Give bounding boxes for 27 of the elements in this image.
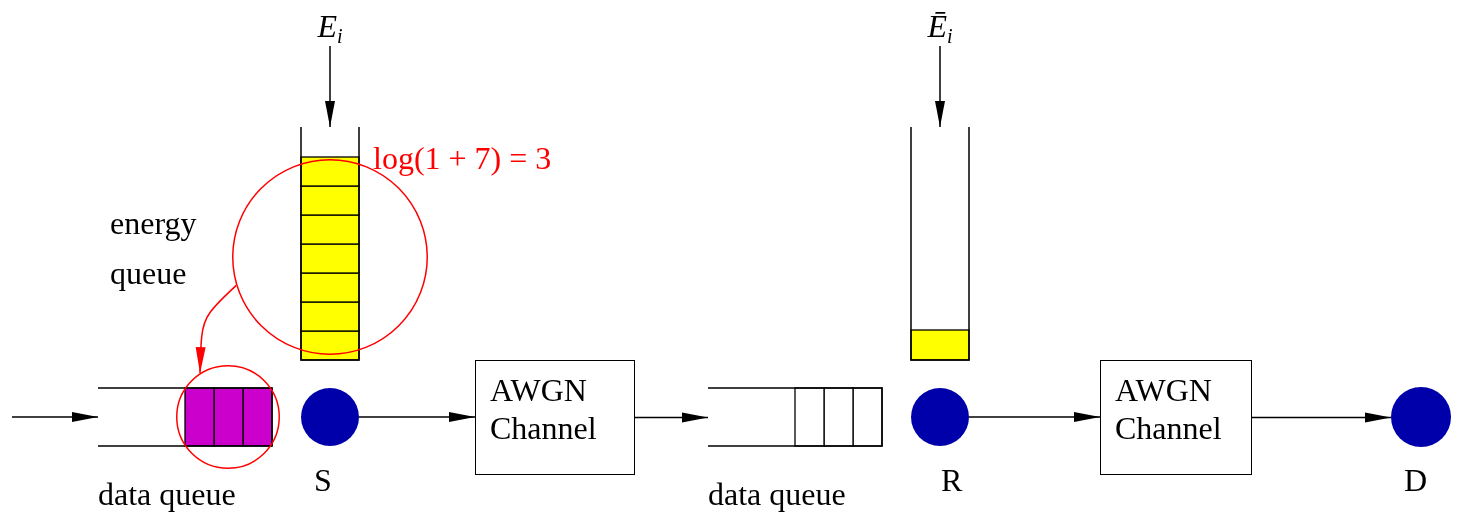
arrow (358, 412, 476, 422)
highlight-circle (175, 364, 281, 470)
node-circle (300, 387, 360, 447)
arrow (634, 412, 709, 423)
data-queue-drawing (707, 387, 883, 447)
energy-queue-drawing (300, 126, 360, 361)
annotation-text: log(1 + 7) = 3 (373, 140, 552, 176)
node-caption: R (941, 462, 963, 498)
energy-arrival-label: E$_{i}$ (300, 8, 360, 46)
energy-queue-drawing (910, 126, 970, 361)
annotation-text: energy queue (110, 204, 198, 293)
channel-box: AWGN Channel (475, 360, 635, 475)
arrow (935, 45, 945, 128)
data-queue-drawing (97, 387, 273, 447)
arrow (1251, 412, 1392, 423)
annotation-text: data queue (98, 476, 236, 512)
node-circle (1390, 386, 1452, 448)
arrow (11, 412, 99, 422)
node-caption: D (1404, 462, 1428, 498)
node-caption: S (314, 462, 332, 498)
node-circle (910, 387, 970, 447)
arrow (968, 412, 1101, 422)
arrow (325, 45, 335, 128)
channel-box: AWGN Channel (1100, 360, 1252, 475)
energy-arrival-label: Ē$_{i}$ (905, 8, 975, 46)
annotation-text: data queue (708, 476, 846, 512)
arrow (195, 284, 237, 374)
